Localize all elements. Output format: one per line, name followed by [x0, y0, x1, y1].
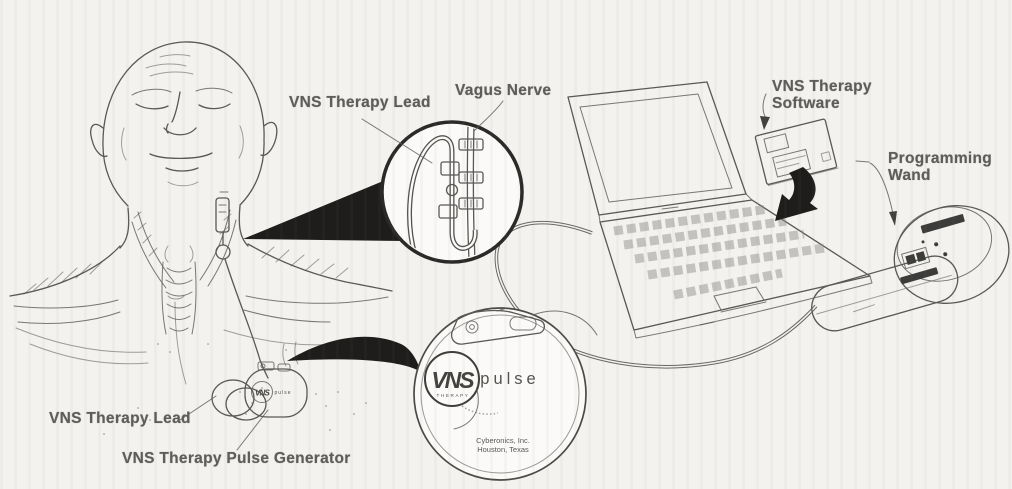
logo-arc-text-mark: [461, 405, 499, 415]
mini-logo-circle: [251, 381, 273, 403]
mini-logo-brand: VNS: [255, 389, 271, 398]
label-software-line2: Software: [772, 95, 840, 112]
generator-header: [450, 307, 598, 345]
head: [102, 41, 265, 207]
stipple-dots: [103, 343, 367, 435]
chest-lines: [15, 327, 339, 365]
pulse-generator-detail: VNS THERAPY pulse Cyberonics, Inc. Houst…: [413, 307, 598, 481]
forehead-lines: [145, 54, 194, 77]
software-insert-arrow-icon: [775, 167, 818, 221]
shoulder-hatching: [23, 246, 349, 295]
generator-city: Houston, Texas: [477, 445, 529, 454]
wand-display: [901, 246, 931, 270]
nerve-coil-electrodes: [458, 138, 484, 210]
generator-connector-pin: [509, 316, 537, 331]
label-wand-line1: Programming: [888, 150, 993, 167]
generator-case: [413, 307, 587, 481]
wand-label-strip-bottom: [900, 267, 939, 285]
left-ear: [90, 123, 108, 158]
chest-marks: [282, 341, 299, 367]
laptop-screen: [579, 93, 733, 203]
programming-wand: [811, 205, 1010, 332]
nose: [163, 91, 197, 136]
leader-pulse-generator: [236, 409, 269, 451]
laptop-latch: [699, 321, 715, 326]
trachea-rings: [165, 267, 193, 332]
logo-brand-text: VNS: [431, 367, 475, 393]
neck-muscles: [131, 209, 237, 289]
chin-cheek-lines: [121, 125, 244, 187]
closed-eyes: [135, 103, 231, 110]
leader-lead-top: [361, 118, 433, 164]
generator-manufacturer: Cyberonics, Inc.: [476, 436, 530, 445]
wand-label-strip-top: [920, 214, 965, 234]
label-lead-top: VNS Therapy Lead: [289, 94, 431, 111]
laptop-keyboard: [613, 204, 825, 300]
eyebrows: [131, 87, 233, 96]
neck: [119, 205, 249, 249]
logo-product-text: pulse: [480, 370, 539, 388]
lead-bead: [445, 183, 459, 197]
label-pulse-generator: VNS Therapy Pulse Generator: [122, 450, 351, 467]
right-ear: [260, 121, 278, 156]
lead-coil-loop-1: [211, 379, 255, 417]
leader-software: [762, 93, 767, 119]
label-wand: Programming Wand: [888, 150, 992, 184]
neck-electrode: [215, 191, 231, 260]
lead-coil-loop-2: [225, 387, 267, 421]
wand-face: [896, 206, 993, 282]
wand-leader-arrowhead-icon: [889, 211, 897, 226]
floppy-shutter: [763, 133, 790, 154]
leader-vagus-nerve: [473, 100, 504, 132]
mouth: [149, 152, 213, 172]
label-software: VNS Therapy Software: [772, 78, 872, 112]
generator-lead-stub: [496, 307, 598, 336]
generator-logo: VNS THERAPY pulse: [424, 351, 539, 430]
leader-lead-bottom: [179, 395, 217, 421]
label-wand-line2: Wand: [888, 167, 931, 184]
sternum: [167, 295, 187, 385]
neck-hatching: [133, 211, 232, 257]
larynx: [164, 245, 194, 263]
mini-logo-product: pulse: [275, 390, 292, 396]
laptop-trackpad: [713, 286, 767, 313]
callout-wedge-neck-icon: [243, 172, 405, 241]
lead-connector-1: [440, 161, 460, 176]
neck-detail-inset: [380, 120, 524, 264]
laptop-front-edge: [633, 275, 873, 339]
laptop-hinge: [598, 193, 753, 223]
right-shoulder: [247, 243, 393, 292]
implanted-pulse-generator: VNS pulse: [211, 361, 308, 421]
patient-figure: [9, 41, 393, 435]
leader-wand: [855, 160, 894, 215]
callout-wedge-generator-icon: [287, 336, 421, 372]
label-software-line1: VNS Therapy: [772, 78, 872, 95]
label-vagus-nerve: Vagus Nerve: [455, 82, 552, 99]
laptop: [567, 81, 873, 339]
label-lead-bottom: VNS Therapy Lead: [49, 410, 191, 427]
laptop-screen-bezel: [567, 81, 747, 216]
left-shoulder: [9, 245, 121, 297]
clavicles: [13, 295, 389, 325]
software-leader-arrowhead-icon: [760, 116, 770, 130]
lead-connector-2: [438, 204, 458, 219]
wand-handle: [811, 255, 959, 332]
logo-brand-sub-text: THERAPY: [437, 393, 470, 398]
trachea-sides: [161, 261, 197, 335]
implanted-lead: [224, 258, 269, 379]
